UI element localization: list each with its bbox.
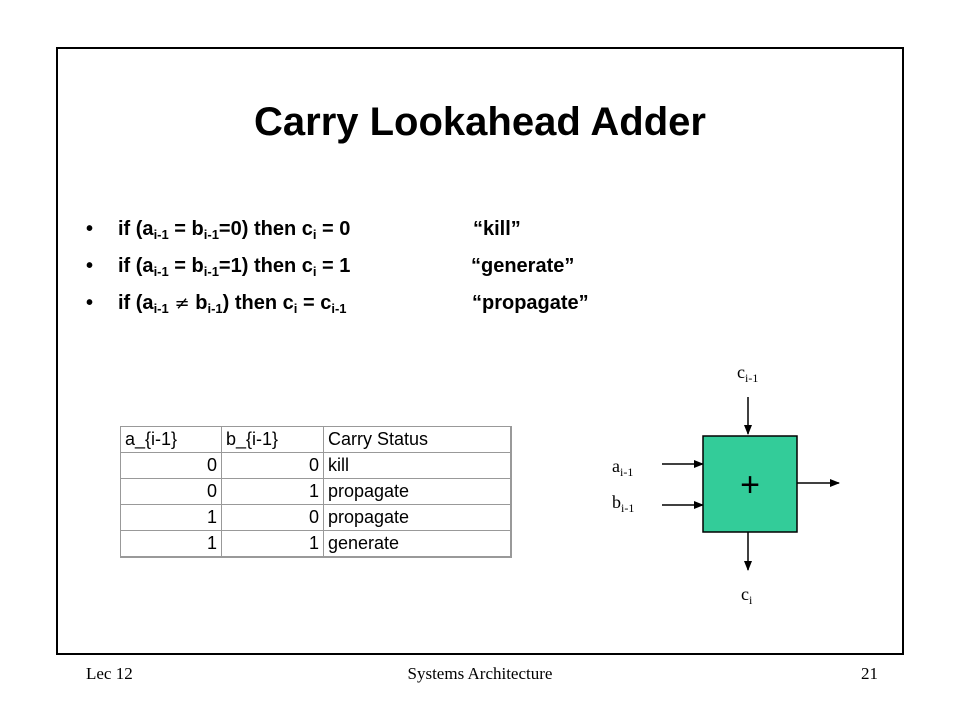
- table-header: Carry Status: [323, 426, 512, 453]
- footer-course: Systems Architecture: [407, 664, 553, 683]
- table-header: a_{i-1}: [120, 426, 222, 453]
- table-row: 1 0 propagate: [120, 504, 512, 531]
- adder-box: [702, 435, 798, 533]
- table-cell: 1: [221, 530, 324, 558]
- bullet-dot: •: [86, 218, 94, 240]
- bullet-condition: if (ai-1 ≠ bi-1) then ci = ci-1: [118, 292, 347, 316]
- bullet-condition: if (ai-1 = bi-1=0) then ci = 0: [118, 218, 351, 242]
- table-cell: 0: [120, 478, 222, 505]
- a-input-label: ai-1: [612, 456, 634, 479]
- table-row: 1 1 generate: [120, 530, 512, 558]
- carry-in-label: ci-1: [737, 362, 759, 385]
- table-cell: 1: [120, 504, 222, 531]
- footer-page-number: 21: [861, 664, 878, 683]
- table-cell: 0: [221, 504, 324, 531]
- table-header: b_{i-1}: [221, 426, 324, 453]
- table-cell: kill: [323, 452, 512, 479]
- bullet-description: “generate”: [471, 255, 575, 277]
- table-cell: propagate: [323, 504, 512, 531]
- bullet-description: “kill”: [473, 218, 521, 240]
- bullet-dot: •: [86, 255, 94, 277]
- table-cell: 1: [120, 530, 222, 558]
- plus-symbol: +: [740, 466, 760, 504]
- b-input-label: bi-1: [612, 492, 635, 515]
- slide-frame: [56, 47, 904, 655]
- table-header-row: a_{i-1} b_{i-1} Carry Status: [120, 426, 512, 453]
- table-cell: 0: [120, 452, 222, 479]
- bullet-dot: •: [86, 292, 94, 314]
- not-equal-symbol: ≠: [168, 293, 196, 314]
- table-cell: generate: [323, 530, 512, 558]
- footer-lecture: Lec 12: [86, 664, 133, 683]
- bullet-description: “propagate”: [472, 292, 589, 314]
- bullet-condition: if (ai-1 = bi-1=1) then ci = 1: [118, 255, 351, 279]
- carry-status-table: a_{i-1} b_{i-1} Carry Status 0 0 kill 0 …: [120, 426, 512, 558]
- carry-out-label: ci: [741, 584, 753, 607]
- slide-title: Carry Lookahead Adder: [254, 100, 706, 144]
